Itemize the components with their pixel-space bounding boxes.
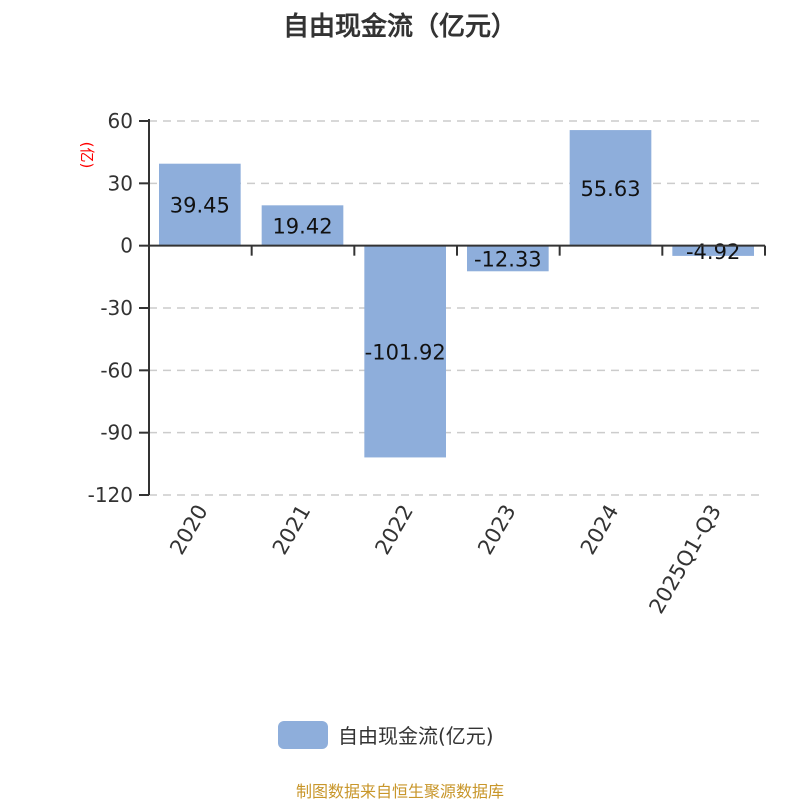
bar-2021 bbox=[261, 205, 344, 246]
bar-2022 bbox=[364, 245, 446, 458]
data-label: -12.33 bbox=[474, 247, 542, 271]
x-tick-label: 2025Q1-Q3 bbox=[644, 501, 726, 618]
y-tick-label: -90 bbox=[100, 421, 133, 445]
x-tick-label: 2020 bbox=[165, 501, 213, 559]
x-tick-label: 2022 bbox=[370, 501, 418, 559]
data-label: 55.63 bbox=[580, 177, 640, 201]
y-tick-label: 30 bbox=[108, 171, 133, 195]
bar-2020 bbox=[159, 163, 241, 246]
bar-2025Q1-Q3 bbox=[672, 245, 754, 256]
y-tick-label: -60 bbox=[100, 358, 133, 382]
y-tick-label: 0 bbox=[120, 234, 133, 258]
legend-label: 自由现金流(亿元) bbox=[338, 724, 494, 748]
bar-2023 bbox=[467, 245, 549, 272]
source-note: 制图数据来自恒生聚源数据库 bbox=[295, 782, 504, 801]
y-tick-label: -30 bbox=[100, 296, 133, 320]
data-label: 19.42 bbox=[272, 214, 332, 238]
legend-swatch bbox=[278, 720, 328, 749]
y-tick-label: -120 bbox=[88, 483, 133, 507]
bar-2024 bbox=[569, 130, 652, 246]
x-tick-label: 2024 bbox=[576, 501, 624, 559]
data-label: 39.45 bbox=[170, 194, 230, 218]
x-tick-label: 2023 bbox=[473, 501, 521, 559]
data-label: -101.92 bbox=[365, 341, 446, 365]
chart-title: 自由现金流（亿元） bbox=[282, 12, 517, 42]
y-tick-label: 60 bbox=[108, 109, 133, 133]
x-tick-label: 2021 bbox=[268, 501, 316, 559]
legend[interactable]: 自由现金流(亿元) bbox=[278, 720, 494, 749]
y-axis-label: (亿) bbox=[78, 142, 96, 169]
data-label: -4.92 bbox=[686, 240, 740, 264]
